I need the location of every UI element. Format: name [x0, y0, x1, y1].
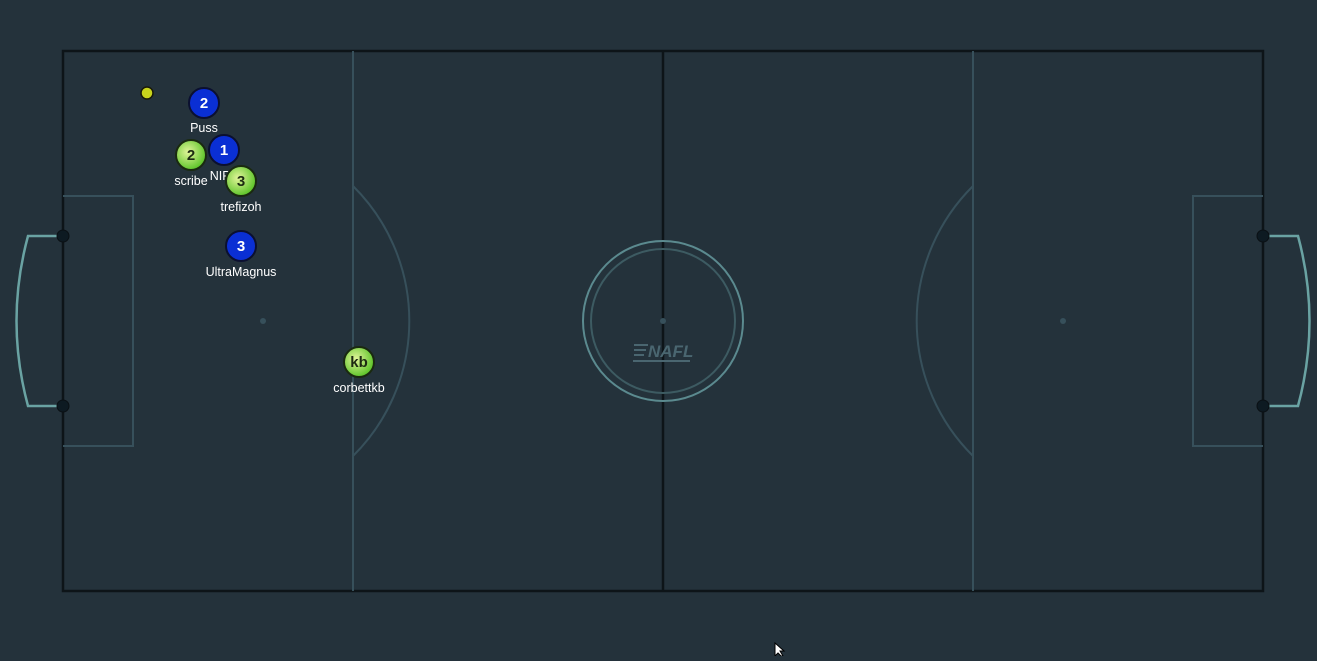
- players-layer: 2Puss3UltraMagnus2scribe1NIPF3trefizohkb…: [174, 87, 385, 395]
- right-arc: [915, 185, 974, 457]
- player-disc: [225, 165, 257, 197]
- right-spot: [1060, 318, 1066, 324]
- player-scribe: 2 scribe: [174, 139, 208, 188]
- center-spot: [660, 318, 666, 324]
- left-goal-post-top: [56, 229, 70, 243]
- player-name-label: corbettkb: [333, 381, 384, 395]
- player-disc: [208, 134, 240, 166]
- player-name-label: UltraMagnus: [206, 265, 277, 279]
- right-goal-area: [1192, 195, 1263, 447]
- center-circle-inner: [590, 248, 736, 394]
- player-corbettkb: kb corbettkb: [333, 346, 385, 395]
- left-goal: [15, 234, 63, 408]
- center-circle-outer: [582, 240, 744, 402]
- player-number: 2: [187, 147, 195, 164]
- nafl-logo: NAFL: [633, 342, 693, 362]
- player-disc: [175, 139, 207, 171]
- player-disc: [343, 346, 375, 378]
- player-number: kb: [350, 354, 368, 371]
- player-number: 3: [237, 173, 245, 190]
- logo-text: NAFL: [648, 342, 693, 361]
- player-number: 1: [220, 142, 228, 159]
- player-name-label: Puss: [190, 121, 218, 135]
- player-disc: [225, 230, 257, 262]
- left-goal-post-bottom: [56, 399, 70, 413]
- left-spot: [260, 318, 266, 324]
- left-arc: [352, 185, 411, 457]
- player-number: 3: [237, 238, 245, 255]
- right-goal-post-top: [1256, 229, 1270, 243]
- player-disc: [188, 87, 220, 119]
- right-goal-post-bottom: [1256, 399, 1270, 413]
- player-name-label: trefizoh: [221, 200, 262, 214]
- right-goal: [1263, 234, 1311, 408]
- player-name-label: scribe: [174, 174, 207, 188]
- ball: [140, 86, 154, 100]
- player-trefizoh: 3 trefizoh: [221, 165, 262, 214]
- player-number: 2: [200, 95, 208, 112]
- left-goal-area: [63, 195, 134, 447]
- mouse-cursor-icon: [774, 641, 786, 658]
